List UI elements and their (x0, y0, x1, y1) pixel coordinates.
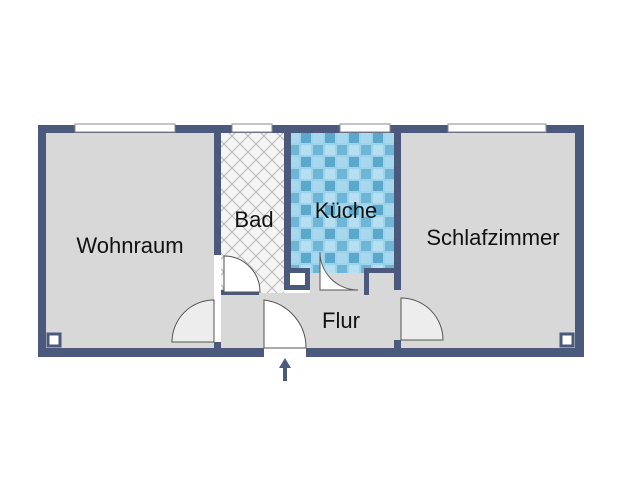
columns (46, 332, 575, 348)
flur-label: Flur (322, 308, 360, 333)
kueche-floor (291, 133, 394, 273)
windows (74, 123, 547, 133)
wohnraum-label: Wohnraum (76, 233, 183, 258)
flur-floor (221, 293, 401, 348)
bad-label: Bad (234, 207, 273, 232)
shaft (290, 273, 305, 285)
doors (171, 251, 444, 349)
kueche-label: Küche (315, 198, 377, 223)
schlafzimmer-label: Schlafzimmer (426, 225, 559, 250)
arrow-up-icon (279, 358, 291, 381)
